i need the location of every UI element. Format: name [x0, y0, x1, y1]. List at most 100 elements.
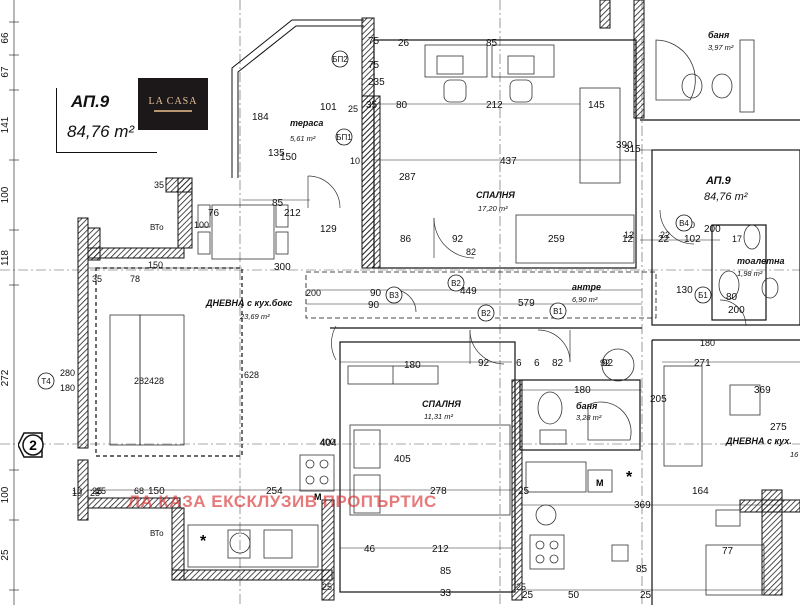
dimension-label: 184 — [252, 112, 269, 123]
dimension-label-small: 282 — [134, 376, 149, 386]
dimension-label: 22 — [658, 234, 670, 245]
washer-mark-left: M — [314, 492, 322, 502]
dimension-label-small: 17 — [732, 234, 742, 244]
dimension-label: 102 — [684, 234, 701, 245]
dimension-label-small: 92 — [600, 358, 610, 368]
room-area-terrace: 5,61 m² — [290, 134, 316, 143]
dimension-label: 90 — [370, 288, 382, 299]
dimension-label: 180 — [404, 360, 421, 371]
dimension-label: 25 — [640, 590, 652, 601]
room-name-terrace: тераса — [290, 118, 323, 128]
unit-area: 84,76 m² — [67, 122, 135, 141]
room-area-bath-1: 3,28 m² — [576, 413, 602, 422]
axis-marker: 2 — [18, 432, 44, 458]
dimension-label: 437 — [500, 156, 517, 167]
dimension-label: 150 — [280, 152, 297, 163]
dimension-label: 50 — [568, 590, 580, 601]
left-dim-label: 100 — [0, 486, 11, 503]
door-tag-label: В4 — [679, 219, 689, 228]
dimension-label-small: 400 — [320, 437, 335, 447]
dimension-label: 300 — [274, 262, 291, 273]
dimension-label: 150 — [148, 486, 165, 497]
dimension-label: 86 — [400, 234, 412, 245]
dimension-label: 92 — [602, 358, 614, 369]
interior-walls — [95, 39, 800, 605]
dimension-label: 90 — [368, 300, 380, 311]
dimension-label-small: 428 — [149, 376, 164, 386]
dimension-label: 35 — [366, 100, 378, 111]
dimension-label-small: 25 — [516, 582, 526, 592]
room-name-ap-right: АП.9 — [705, 175, 732, 187]
dimension-label-small: 35 — [92, 274, 102, 284]
door-tag-label: БП2 — [332, 55, 348, 64]
vent-tag: ВТо — [150, 529, 164, 538]
door-tag-circle — [335, 128, 353, 146]
dimension-label-small: 180 — [60, 383, 75, 393]
axis-number: 2 — [29, 437, 37, 453]
room-area-hall: 6,90 m² — [572, 295, 598, 304]
dimension-label: 579 — [518, 298, 535, 309]
dimension-label: 26 — [398, 38, 410, 49]
door-tag-label: В2 — [481, 309, 491, 318]
door-tag-label: Т4 — [41, 377, 51, 386]
logo-text: LA CASA — [148, 96, 198, 107]
dimension-label: 200 — [728, 305, 745, 316]
room-name-bath-top: баня — [708, 30, 730, 40]
door-tag-label: В1 — [553, 307, 563, 316]
room-area-toilet: 1,98 m² — [737, 269, 763, 278]
door-tag-circle — [477, 304, 495, 322]
dimension-label: 76 — [208, 208, 220, 219]
dimension-label: 404 — [320, 438, 337, 449]
dimension-label: 6 — [516, 358, 522, 369]
door-tag-circle — [675, 214, 693, 232]
room-name-toilet: тоалетна — [737, 256, 785, 266]
room-area-bedroom-1: 17,20 m² — [478, 204, 508, 213]
dimension-label-small: 180 — [700, 338, 715, 348]
dimension-label-small: 280 — [60, 368, 75, 378]
washer-mark-right: M — [596, 478, 604, 488]
dimension-label: 85 — [440, 566, 452, 577]
dimension-label: 75 — [368, 60, 380, 71]
door-tag-circle — [549, 302, 567, 320]
watermark: ЛА КАЗА ЕКСКЛУЗИВ ПРОПЪРТИС — [128, 492, 437, 511]
door-tag-circle — [37, 372, 55, 390]
dimension-label: 200 — [704, 224, 721, 235]
dimension-label: 235 — [368, 77, 385, 88]
door-tag-label: Б1 — [698, 291, 708, 300]
dimension-label: 92 — [452, 234, 464, 245]
room-name-bedroom-2: СПАЛНЯ — [422, 399, 461, 409]
door-tag-label: БП1 — [336, 133, 352, 142]
dimension-label-small: 10 — [350, 156, 360, 166]
left-dim-label: 141 — [0, 116, 11, 133]
left-dimension-strip — [9, 0, 19, 605]
dimension-label: 275 — [770, 422, 787, 433]
dimension-label: 369 — [754, 385, 771, 396]
dimension-label: 135 — [268, 148, 285, 159]
terrace-outline — [231, 19, 364, 178]
dimension-label: 369 — [634, 500, 651, 511]
door-tag-circle — [447, 274, 465, 292]
dimension-label-small: 100 — [194, 220, 209, 230]
door-tag-circle — [385, 286, 403, 304]
dimension-label: 80 — [396, 100, 408, 111]
dimension-label: 80 — [726, 292, 738, 303]
dimension-label: 82 — [552, 358, 564, 369]
dimension-label-small: 78 — [130, 274, 140, 284]
dimension-label: 278 — [430, 486, 447, 497]
dimension-label: 129 — [320, 224, 337, 235]
room-area-bedroom-2: 11,31 m² — [424, 412, 454, 421]
room-area-ap-right: 84,76 m² — [704, 191, 748, 203]
dimension-label: 25 — [522, 590, 534, 601]
dimension-label: 145 — [588, 100, 605, 111]
dimension-label: 405 — [394, 454, 411, 465]
dimension-label: 254 — [266, 486, 283, 497]
dimension-label: 85 — [636, 564, 648, 575]
dimension-label-small: 12 — [624, 230, 634, 240]
dimension-label: 130 — [676, 285, 693, 296]
kitchen-star-left: * — [200, 533, 207, 550]
dimension-label-small: 25 — [90, 488, 100, 498]
